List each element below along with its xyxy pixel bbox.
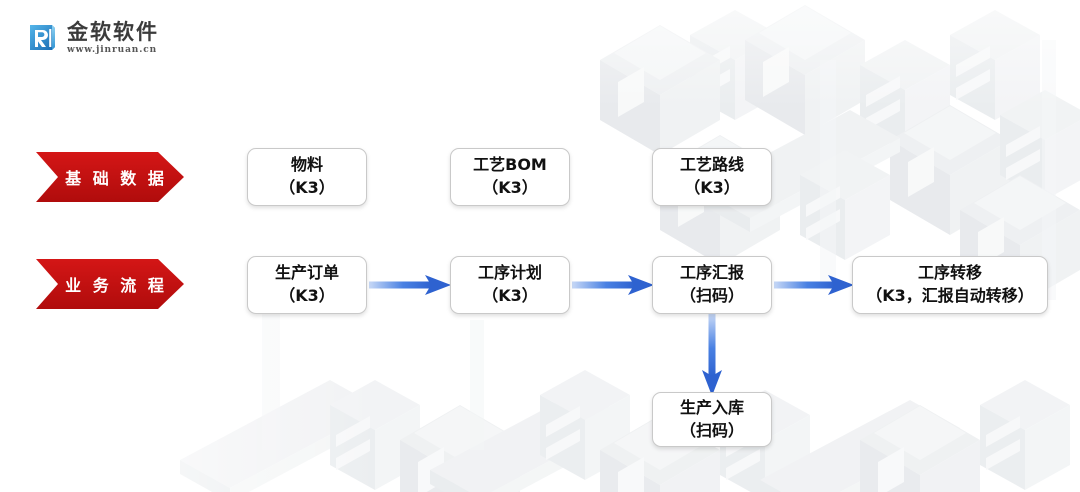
node-process-route-line2: （K3） (684, 178, 740, 197)
node-process-report-line1: 工序汇报 (679, 263, 744, 283)
arrow-order-to-plan-icon (369, 272, 451, 303)
brand-name: 金软软件 (67, 20, 159, 44)
node-process-report-line2: （扫码） (679, 286, 744, 305)
node-process-bom-line2: （K3） (482, 178, 538, 197)
node-process-route-line1: 工艺路线 (679, 155, 744, 175)
node-production-order[interactable]: 生产订单 （K3） (247, 256, 367, 314)
node-process-plan[interactable]: 工序计划 （K3） (450, 256, 570, 314)
node-material-line2: （K3） (279, 178, 335, 197)
node-process-route[interactable]: 工艺路线 （K3） (652, 148, 772, 206)
band-basic-data-label: 基 础 数 据 (65, 169, 167, 188)
arrow-plan-to-report-icon (572, 272, 654, 303)
jinruan-r-logo-icon (26, 22, 59, 55)
node-production-stock-in[interactable]: 生产入库 （扫码） (652, 392, 772, 447)
node-material[interactable]: 物料 （K3） (247, 148, 367, 206)
arrow-report-to-stock-in-icon (698, 314, 726, 401)
arrow-report-to-transfer-icon (774, 272, 854, 303)
band-basic-data: 基 础 数 据 (36, 152, 184, 202)
node-process-transfer-line1: 工序转移 (917, 263, 982, 283)
node-process-transfer-line2: （K3，汇报自动转移） (866, 286, 1034, 305)
node-material-line1: 物料 (290, 155, 323, 175)
node-process-plan-line2: （K3） (482, 286, 538, 305)
node-process-bom[interactable]: 工艺BOM （K3） (450, 148, 570, 206)
node-process-plan-line1: 工序计划 (477, 263, 542, 283)
node-production-order-line2: （K3） (279, 286, 335, 305)
band-business-flow-label: 业 务 流 程 (65, 276, 167, 295)
band-business-flow: 业 务 流 程 (36, 259, 184, 309)
node-production-stock-in-line1: 生产入库 (679, 397, 744, 417)
node-process-transfer[interactable]: 工序转移 （K3，汇报自动转移） (852, 256, 1048, 314)
node-process-bom-line1: 工艺BOM (473, 155, 547, 175)
brand-logo: 金软软件 www.jinruan.cn (26, 22, 159, 55)
node-production-stock-in-line2: （扫码） (679, 420, 744, 440)
brand-url: www.jinruan.cn (67, 45, 158, 55)
node-process-report[interactable]: 工序汇报 （扫码） (652, 256, 772, 314)
node-production-order-line1: 生产订单 (274, 263, 339, 283)
